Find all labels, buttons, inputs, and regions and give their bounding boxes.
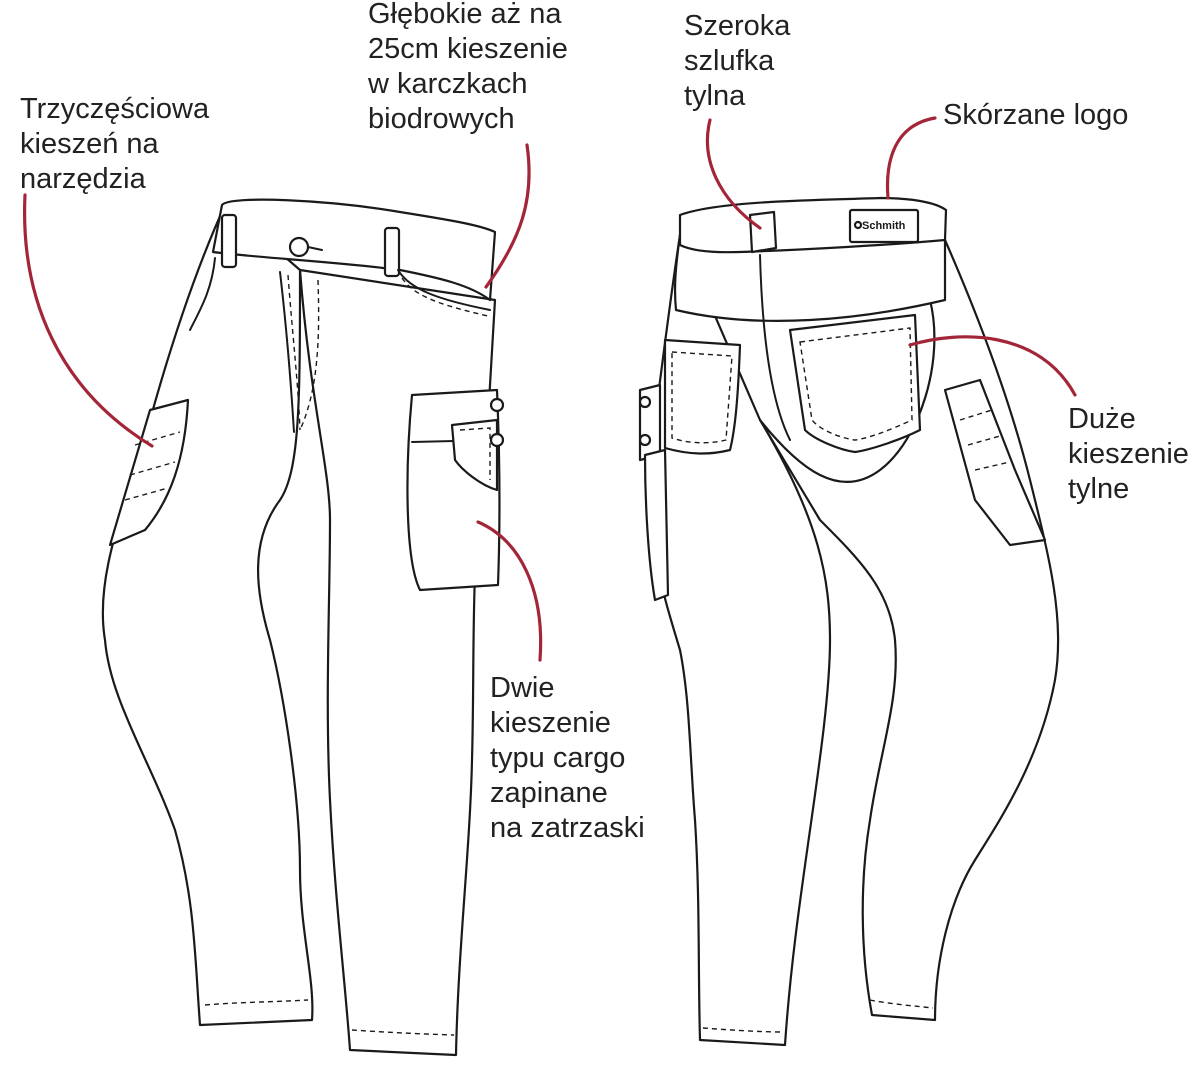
label-line: 25cm kieszenie: [368, 33, 568, 65]
label-line: tylne: [1068, 473, 1130, 505]
label-cargo-pockets: Dwie kieszenie typu cargo zapinane na za…: [490, 671, 645, 846]
label-line: kieszenie: [1068, 438, 1189, 470]
leader-hip-pockets: [484, 143, 531, 289]
label-line: na zatrzaski: [490, 812, 645, 844]
label-line: tylna: [684, 80, 746, 112]
label-line: Duże: [1068, 403, 1136, 435]
back-tool-pocket: [943, 378, 1047, 547]
label-line: Skórzane logo: [943, 99, 1129, 131]
label-line: kieszenie: [490, 707, 611, 739]
label-belt-loop: Szeroka szlufka tylna: [684, 9, 790, 114]
leader-tool-pocket: [22, 193, 154, 448]
front-right-leg: [298, 268, 497, 1057]
wide-belt-loop: [748, 210, 778, 254]
front-belt-loop-1: [220, 213, 238, 269]
label-line: typu cargo: [490, 742, 626, 774]
leader-leather-logo: [885, 116, 937, 200]
label-line: kieszeń na: [20, 128, 159, 160]
leather-logo-patch: [848, 208, 920, 244]
back-view-pants: Schmith: [638, 196, 1060, 1047]
label-line: szlufka: [684, 45, 775, 77]
tool-pocket: [108, 398, 190, 547]
label-line: biodrowych: [368, 103, 515, 135]
leader-lines: [22, 116, 1077, 662]
logo-brand: Schmith: [862, 220, 906, 232]
label-hip-pockets: Głębokie aż na 25cm kieszenie w karczkac…: [368, 0, 568, 137]
label-tool-pocket: Trzyczęściowa kieszeń na narzędzia: [20, 92, 209, 197]
leader-belt-loop: [705, 118, 762, 230]
front-view-pants: [101, 198, 505, 1057]
back-pocket-left: [663, 338, 742, 455]
label-line: Trzyczęściowa: [20, 93, 210, 125]
label-line: w karczkach: [368, 68, 528, 100]
leader-back-pockets: [908, 335, 1077, 397]
front-left-leg: [101, 203, 314, 1027]
label-line: zapinane: [490, 777, 608, 809]
back-pocket: [788, 313, 922, 454]
label-back-pockets: Duże kieszenie tylne: [1068, 402, 1189, 507]
front-waistband: [211, 198, 497, 302]
label-line: Szeroka: [684, 10, 791, 42]
front-button: [288, 236, 310, 258]
back-yoke: [673, 233, 947, 322]
label-line: Głębokie aż na: [368, 0, 562, 30]
label-line: Dwie: [490, 672, 555, 704]
label-leather-logo: Skórzane logo: [943, 98, 1128, 133]
label-line: narzędzia: [20, 163, 146, 195]
cargo-pocket: [406, 388, 501, 592]
cargo-flap: [450, 418, 499, 492]
front-belt-loop-2: [383, 226, 401, 278]
leader-cargo-pockets: [476, 520, 543, 662]
